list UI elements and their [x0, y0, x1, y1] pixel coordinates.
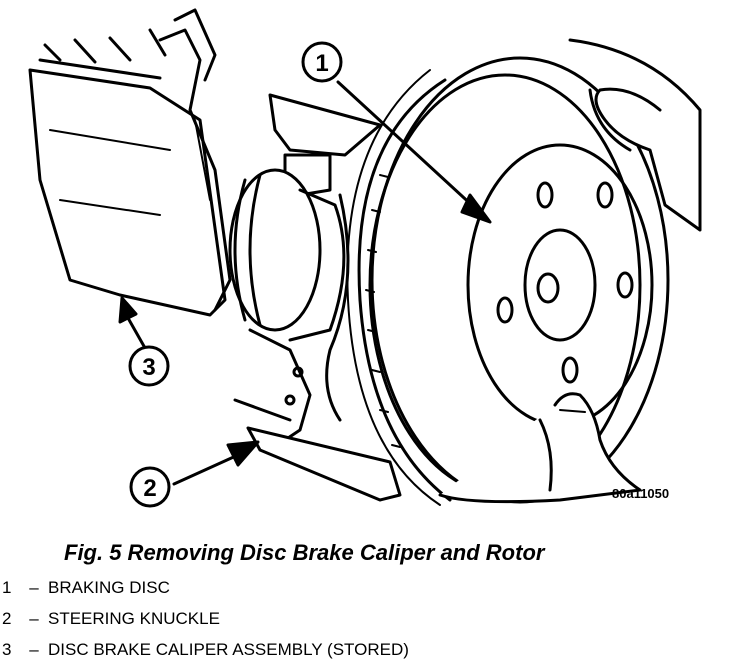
- brake-diagram: 1 3 2: [28, 8, 702, 508]
- legend-item-number: 2: [2, 609, 12, 628]
- legend-item-text: STEERING KNUCKLE: [48, 609, 220, 628]
- legend-item-number: 1: [2, 578, 12, 597]
- legend-item-dash: –: [29, 609, 39, 628]
- legend-item: 1–BRAKING DISC: [2, 578, 170, 598]
- leader-arrows: [118, 80, 492, 486]
- legend-item: 2–STEERING KNUCKLE: [2, 609, 220, 629]
- steering-knuckle: [233, 193, 402, 502]
- callout-1-number: 1: [315, 50, 328, 77]
- callout-2-number: 2: [143, 475, 156, 502]
- legend-item-text: DISC BRAKE CALIPER ASSEMBLY (STORED): [48, 640, 409, 659]
- legend-item: 3–DISC BRAKE CALIPER ASSEMBLY (STORED): [2, 640, 409, 660]
- hub-spindle: [228, 93, 382, 342]
- figure-code: 80a11050: [612, 486, 670, 501]
- legend-item-dash: –: [29, 640, 39, 659]
- figure-caption: Fig. 5 Removing Disc Brake Caliper and R…: [64, 540, 545, 565]
- caliper-assembly: [28, 8, 232, 317]
- callout-3-number: 3: [142, 354, 155, 381]
- legend-item-dash: –: [29, 578, 39, 597]
- hand-bottom: [438, 392, 642, 504]
- hand-top: [568, 38, 702, 232]
- legend-item-number: 3: [2, 640, 12, 659]
- callout-circles: [128, 41, 343, 508]
- legend-item-text: BRAKING DISC: [48, 578, 170, 597]
